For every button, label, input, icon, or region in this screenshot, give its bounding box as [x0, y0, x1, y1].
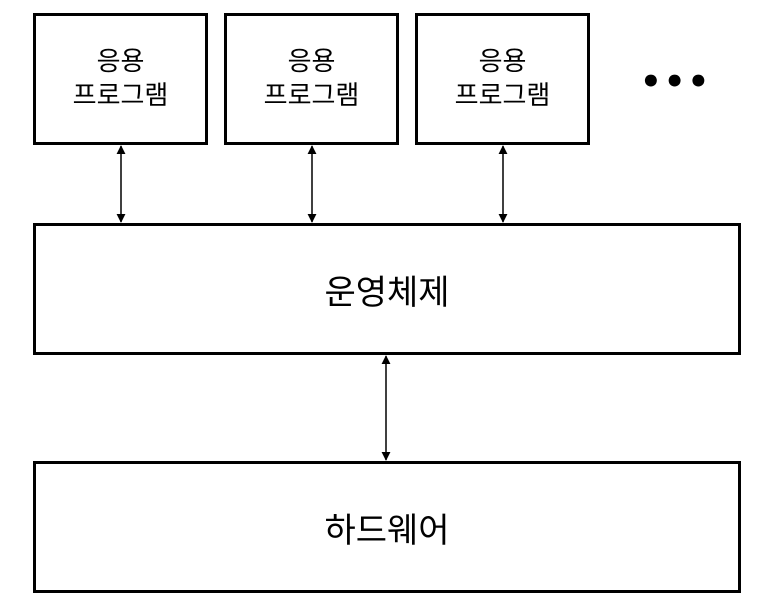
hardware-box: 하드웨어 [33, 461, 741, 593]
application-label-line1: 응용 [287, 47, 336, 77]
application-label-line1: 응용 [96, 47, 145, 77]
hardware-label: 하드웨어 [324, 510, 450, 551]
operating-system-box: 운영체제 [33, 223, 741, 355]
application-label-line2: 프로그램 [454, 81, 551, 111]
operating-system-label: 운영체제 [324, 272, 450, 313]
application-label-line1: 응용 [478, 47, 527, 77]
application-box-3: 응용 프로그램 [415, 13, 590, 145]
application-label-line2: 프로그램 [72, 81, 169, 111]
application-box-2: 응용 프로그램 [224, 13, 399, 145]
more-applications-ellipsis: ••• [640, 62, 712, 102]
application-label-line2: 프로그램 [263, 81, 360, 111]
application-box-1: 응용 프로그램 [33, 13, 208, 145]
